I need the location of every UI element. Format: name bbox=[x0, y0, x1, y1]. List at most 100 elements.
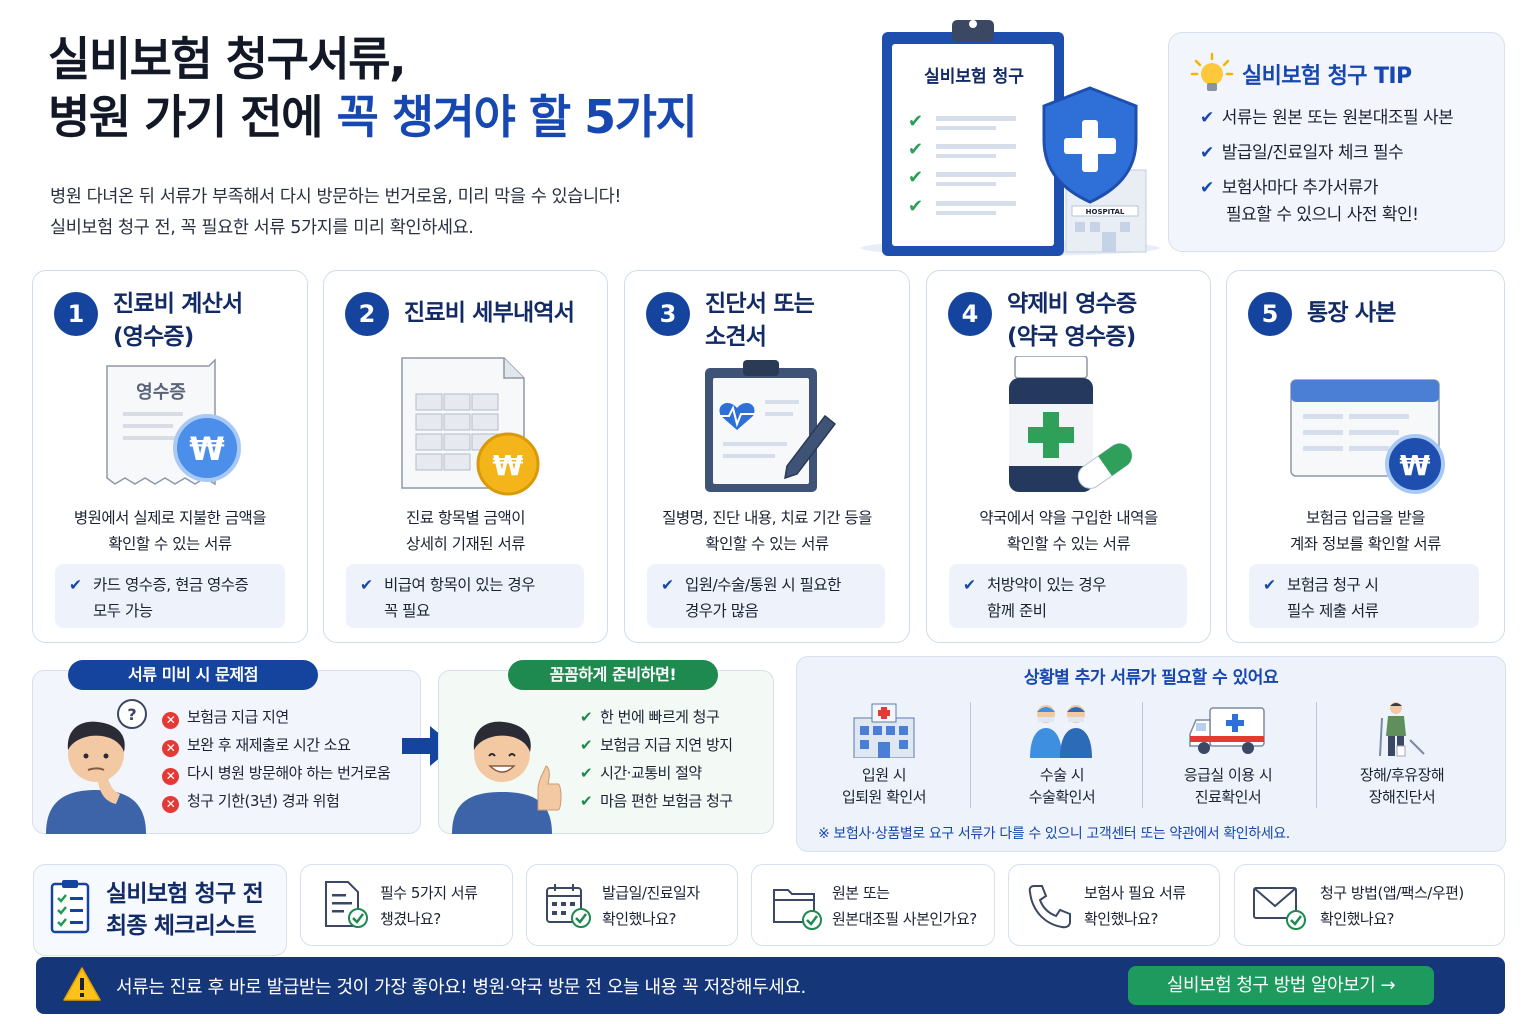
x-icon: ✕ bbox=[162, 796, 179, 813]
check-icon: ✔ bbox=[963, 576, 976, 594]
svg-text:✔: ✔ bbox=[908, 196, 923, 217]
tip-box bbox=[1168, 32, 1505, 252]
situation-document: 진료확인서 bbox=[1194, 788, 1262, 806]
title-highlight: 꼭 챙겨야 할 5가지 bbox=[336, 90, 697, 144]
divider bbox=[1142, 702, 1143, 808]
card-title: 약제비 영수증(약국 영수증) bbox=[1007, 291, 1137, 350]
card-title: 진료비 세부내역서 bbox=[404, 300, 575, 326]
benefit-item: ✔마음 편한 보험금 청구 bbox=[580, 792, 733, 810]
check-icon: ✔ bbox=[69, 576, 82, 594]
receipt-icon: 영수증 ₩ bbox=[106, 358, 241, 486]
situation-label: 응급실 이용 시 bbox=[1183, 766, 1273, 784]
problem-item: ✕청구 기한(3년) 경과 위험 bbox=[162, 787, 340, 815]
svg-text:?: ? bbox=[127, 705, 136, 724]
svg-text:✔: ✔ bbox=[908, 111, 923, 132]
situation-item-admission: 입원 시 입퇴원 확인서 bbox=[804, 700, 964, 810]
svg-text:영수증: 영수증 bbox=[136, 382, 186, 403]
tip-item: ✔서류는 원본 또는 원본대조필 사본 bbox=[1200, 108, 1454, 128]
tip-item: ✔발급일/진료일자 체크 필수 bbox=[1200, 143, 1404, 163]
worried-person-icon: ? bbox=[46, 699, 147, 834]
divider bbox=[1316, 702, 1317, 808]
title-line-1: 실비보험 청구서류, bbox=[48, 32, 407, 86]
learn-claim-method-button[interactable]: 실비보험 청구 방법 알아보기 → bbox=[1128, 966, 1434, 1005]
tip-item: ✔보험사마다 추가서류가 bbox=[1200, 178, 1379, 198]
situations-note: ※ 보험사·상품별로 요구 서류가 다를 수 있으니 고객센터 또는 약관에서 … bbox=[818, 826, 1290, 842]
title-line-2: 병원 가기 전에 꼭 챙겨야 할 5가지 bbox=[48, 88, 698, 146]
ambulance-icon bbox=[1189, 707, 1265, 754]
title-line-2-prefix: 병원 가기 전에 bbox=[48, 90, 337, 144]
benefits-pill: 꼼꼼하게 준비하면! bbox=[508, 660, 718, 690]
itemized-statement-icon: ₩ bbox=[401, 357, 540, 496]
situation-document: 장해진단서 bbox=[1368, 788, 1436, 806]
card-number: 1 bbox=[54, 292, 98, 336]
card-number: 5 bbox=[1248, 292, 1292, 336]
svg-text:✔: ✔ bbox=[908, 167, 923, 188]
clipboard-shield-illustration: HOSPITAL 실비보험 청구 ✔ ✔ ✔ ✔ bbox=[860, 20, 1160, 256]
checklist-clipboard-icon bbox=[50, 880, 90, 934]
situations-title: 상황별 추가 서류가 필요할 수 있어요 bbox=[1023, 668, 1279, 688]
page-subtitle: 병원 다녀온 뒤 서류가 부족해서 다시 방문하는 번거로움, 미리 막을 수 … bbox=[50, 182, 621, 244]
lightbulb-icon bbox=[1190, 52, 1234, 91]
situation-label: 장해/후유장해 bbox=[1359, 766, 1445, 784]
mail-check-icon bbox=[1253, 887, 1306, 930]
svg-text:✔: ✔ bbox=[908, 139, 923, 160]
tip-title: 실비보험 청구 TIP bbox=[1242, 64, 1412, 89]
page-title: 실비보험 청구서류, 병원 가기 전에 꼭 챙겨야 할 5가지 bbox=[48, 30, 698, 146]
benefit-item: ✔한 번에 빠르게 청구 bbox=[580, 708, 720, 726]
benefit-item: ✔시간·교통비 절약 bbox=[580, 764, 702, 782]
check-icon: ✔ bbox=[580, 764, 593, 782]
situation-document: 수술확인서 bbox=[1028, 788, 1096, 806]
card-number: 3 bbox=[646, 292, 690, 336]
svg-text:실비보험 청구: 실비보험 청구 bbox=[924, 66, 1024, 87]
x-icon: ✕ bbox=[162, 712, 179, 729]
subtitle-line-2: 실비보험 청구 전, 꼭 필요한 서류 5가지를 미리 확인하세요. bbox=[50, 218, 474, 238]
situation-label: 수술 시 bbox=[1039, 766, 1085, 784]
card-number: 4 bbox=[948, 292, 992, 336]
check-icon: ✔ bbox=[1200, 108, 1214, 128]
checklist-text: 청구 방법(앱/팩스/우편)확인했나요? bbox=[1320, 884, 1464, 928]
card-title: 통장 사본 bbox=[1307, 300, 1396, 326]
svg-text:HOSPITAL: HOSPITAL bbox=[1086, 208, 1125, 216]
check-icon: ✔ bbox=[1200, 143, 1214, 163]
document-check-icon bbox=[325, 881, 368, 928]
problem-item: ✕다시 병원 방문해야 하는 번거로움 bbox=[162, 759, 391, 787]
check-icon: ✔ bbox=[580, 736, 593, 754]
svg-text:₩: ₩ bbox=[189, 430, 224, 468]
problem-item: ✕보완 후 재제출로 시간 소요 bbox=[162, 731, 351, 759]
happy-person-thumbs-up-icon bbox=[452, 721, 562, 834]
check-icon: ✔ bbox=[1263, 576, 1276, 594]
situation-item-emergency: 응급실 이용 시 진료확인서 bbox=[1148, 700, 1308, 810]
check-icon: ✔ bbox=[580, 792, 593, 810]
problem-item: ✕보험금 지급 지연 bbox=[162, 703, 289, 731]
warning-icon bbox=[63, 967, 101, 1001]
hospital-icon bbox=[853, 703, 915, 758]
banner-warning-text: 서류는 진료 후 바로 발급받는 것이 가장 좋아요! 병원·약국 방문 전 오… bbox=[116, 977, 806, 998]
medicine-bottle-icon bbox=[1009, 356, 1133, 492]
x-icon: ✕ bbox=[162, 768, 179, 785]
check-icon: ✔ bbox=[580, 708, 593, 726]
divider bbox=[970, 702, 971, 808]
situation-item-disability: 장해/후유장해 장해진단서 bbox=[1322, 700, 1482, 810]
situation-document: 입퇴원 확인서 bbox=[841, 788, 927, 806]
card-number: 2 bbox=[345, 292, 389, 336]
crutch-person-icon bbox=[1379, 702, 1425, 757]
benefit-item: ✔보험금 지급 지연 방지 bbox=[580, 736, 733, 754]
x-icon: ✕ bbox=[162, 740, 179, 757]
phone-icon bbox=[1028, 885, 1071, 929]
hospital-icon: HOSPITAL bbox=[1065, 149, 1147, 253]
medical-certificate-clipboard-icon bbox=[705, 360, 837, 492]
surgery-icon bbox=[1030, 705, 1092, 758]
